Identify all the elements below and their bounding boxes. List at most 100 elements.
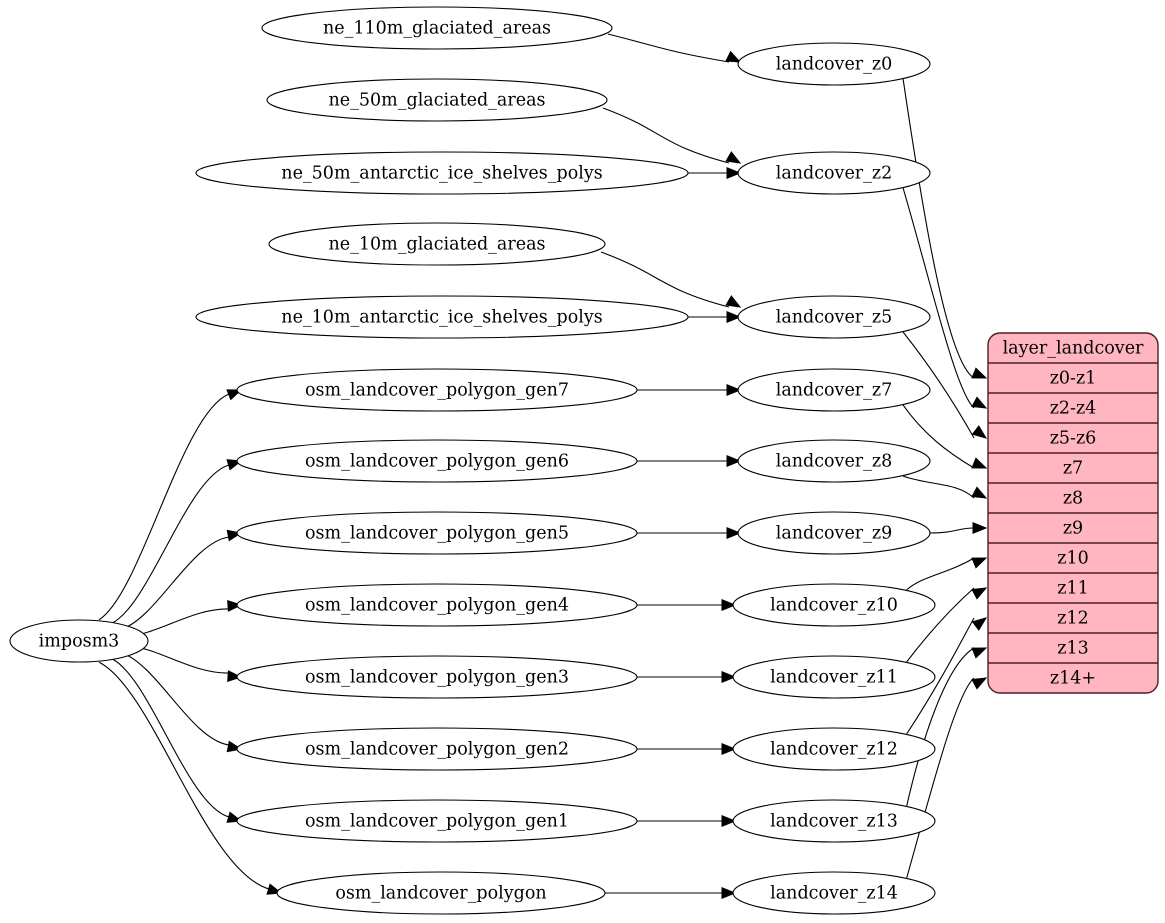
node-layer: imposm3 ne_110m_glaciated_areas ne_50m_gla…	[9, 6, 936, 915]
layer-table-row-z13[interactable]: z13	[1057, 639, 1089, 659]
edge-osm_landcover_polygon-to-landcover_z14-arrowhead	[721, 887, 737, 899]
node-ne_50m_antarctic_ice_shelves_polys[interactable]: ne_50m_antarctic_ice_shelves_polys	[195, 151, 689, 195]
node-label-landcover_z14: landcover_z14	[770, 884, 898, 904]
layer-table-row-z9[interactable]: z9	[1063, 519, 1083, 539]
node-label-osm_landcover_polygon_gen2: osm_landcover_polygon_gen2	[305, 740, 569, 760]
node-shape-osm_landcover_polygon_gen6	[236, 439, 638, 483]
node-osm_landcover_polygon_gen1[interactable]: osm_landcover_polygon_gen1	[236, 799, 638, 843]
layer-table-row-z2-z4[interactable]: z2-z4	[1050, 399, 1097, 419]
edge-osm_landcover_polygon_gen1-to-landcover_z13-arrowhead	[721, 815, 737, 827]
node-landcover_z13[interactable]: landcover_z13	[732, 799, 936, 843]
node-label-landcover_z13: landcover_z13	[770, 812, 898, 832]
node-shape-landcover_z10	[732, 583, 936, 627]
node-landcover_z11[interactable]: landcover_z11	[732, 655, 936, 699]
node-label-landcover_z7: landcover_z7	[776, 381, 893, 401]
node-landcover_z8[interactable]: landcover_z8	[737, 439, 931, 483]
node-shape-osm_landcover_polygon_gen4	[236, 583, 638, 627]
node-label-osm_landcover_polygon_gen4: osm_landcover_polygon_gen4	[305, 596, 569, 616]
node-label-ne_50m_glaciated_areas: ne_50m_glaciated_areas	[329, 91, 546, 111]
node-label-landcover_z9: landcover_z9	[776, 524, 893, 544]
node-osm_landcover_polygon[interactable]: osm_landcover_polygon	[276, 871, 606, 915]
node-shape-ne_10m_antarctic_ice_shelves_polys	[195, 295, 689, 339]
node-landcover_z2[interactable]: landcover_z2	[737, 151, 931, 195]
node-landcover_z9[interactable]: landcover_z9	[737, 511, 931, 555]
node-shape-ne_10m_glaciated_areas	[268, 222, 606, 266]
node-label-osm_landcover_polygon_gen6: osm_landcover_polygon_gen6	[305, 452, 569, 472]
node-shape-landcover_z13	[732, 799, 936, 843]
edge-landcover_z7-to-table-z7-arrowhead	[971, 457, 988, 469]
node-osm_landcover_polygon_gen5[interactable]: osm_landcover_polygon_gen5	[236, 511, 638, 555]
edge-ne_10m_antarctic_ice_shelves_polys-to-landcover_z5-arrowhead	[726, 311, 742, 323]
node-label-ne_110m_glaciated_areas: ne_110m_glaciated_areas	[323, 19, 551, 39]
edge-imposm3-to-osm_landcover_polygon_gen3-arrowhead	[227, 670, 243, 683]
node-osm_landcover_polygon_gen2[interactable]: osm_landcover_polygon_gen2	[236, 727, 638, 771]
node-landcover_z14[interactable]: landcover_z14	[732, 871, 936, 915]
node-landcover_z10[interactable]: landcover_z10	[732, 583, 936, 627]
edge-osm_landcover_polygon_gen6-to-landcover_z8-arrowhead	[726, 455, 742, 467]
node-shape-landcover_z11	[732, 655, 936, 699]
node-shape-ne_50m_glaciated_areas	[266, 78, 608, 122]
layer-table-row-z7[interactable]: z7	[1063, 459, 1083, 479]
node-ne_110m_glaciated_areas[interactable]: ne_110m_glaciated_areas	[261, 6, 613, 50]
node-landcover_z7[interactable]: landcover_z7	[737, 368, 931, 412]
edge-landcover_z12-to-table-z12	[906, 617, 975, 735]
node-shape-osm_landcover_polygon_gen2	[236, 727, 638, 771]
node-label-imposm3: imposm3	[39, 632, 120, 652]
edge-ne_10m_glaciated_areas-to-landcover_z5	[600, 251, 730, 308]
edge-osm_landcover_polygon_gen5-to-landcover_z9-arrowhead	[726, 527, 742, 539]
node-shape-landcover_z0	[737, 42, 931, 86]
edge-imposm3-to-osm_landcover_polygon_gen6	[111, 464, 230, 624]
edge-osm_landcover_polygon_gen4-to-landcover_z10-arrowhead	[721, 599, 737, 611]
node-label-osm_landcover_polygon_gen7: osm_landcover_polygon_gen7	[305, 381, 569, 401]
edge-landcover_z0-to-table-z0-z1-arrowhead	[971, 367, 988, 379]
edge-imposm3-to-osm_landcover_polygon_gen5	[121, 536, 230, 630]
node-label-landcover_z2: landcover_z2	[776, 164, 893, 184]
node-label-landcover_z10: landcover_z10	[770, 596, 898, 616]
edge-landcover_z5-to-table-z5-z6-arrowhead	[971, 425, 988, 439]
edge-landcover_z8-to-table-z8	[902, 475, 975, 499]
layer-table-header: layer_landcover	[1003, 339, 1144, 359]
node-landcover_z5[interactable]: landcover_z5	[737, 295, 931, 339]
edge-landcover_z2-to-table-z2-z4	[902, 187, 975, 409]
node-shape-imposm3	[9, 619, 149, 663]
layer-table-row-z11[interactable]: z11	[1057, 579, 1089, 599]
node-osm_landcover_polygon_gen3[interactable]: osm_landcover_polygon_gen3	[236, 655, 638, 699]
layer-table-row-z0-z1[interactable]: z0-z1	[1050, 369, 1097, 389]
edge-landcover_z13-to-table-z13	[906, 647, 975, 807]
layer-table-row-z12[interactable]: z12	[1057, 609, 1089, 629]
node-osm_landcover_polygon_gen6[interactable]: osm_landcover_polygon_gen6	[236, 439, 638, 483]
edge-landcover_z0-to-table-z0-z1	[902, 79, 975, 379]
node-shape-landcover_z7	[737, 368, 931, 412]
layer-table-row-z8[interactable]: z8	[1063, 489, 1083, 509]
node-shape-osm_landcover_polygon_gen3	[236, 655, 638, 699]
node-label-landcover_z11: landcover_z11	[770, 668, 898, 688]
layer-table-row-z5-z6[interactable]: z5-z6	[1050, 429, 1097, 449]
node-ne_10m_glaciated_areas[interactable]: ne_10m_glaciated_areas	[268, 222, 606, 266]
node-ne_50m_glaciated_areas[interactable]: ne_50m_glaciated_areas	[266, 78, 608, 122]
node-osm_landcover_polygon_gen4[interactable]: osm_landcover_polygon_gen4	[236, 583, 638, 627]
node-label-landcover_z5: landcover_z5	[776, 308, 893, 328]
layer-table-row-z10[interactable]: z10	[1057, 549, 1089, 569]
edge-landcover_z10-to-table-z10	[906, 557, 975, 591]
node-landcover_z12[interactable]: landcover_z12	[732, 727, 936, 771]
node-osm_landcover_polygon_gen7[interactable]: osm_landcover_polygon_gen7	[236, 368, 638, 412]
edge-landcover_z8-to-table-z8-arrowhead	[971, 486, 988, 499]
edge-landcover_z11-to-table-z11-arrowhead	[971, 587, 988, 600]
node-landcover_z0[interactable]: landcover_z0	[737, 42, 931, 86]
node-imposm3[interactable]: imposm3	[9, 619, 149, 663]
layer-table-row-z14+[interactable]: z14+	[1050, 669, 1096, 689]
node-shape-landcover_z12	[732, 727, 936, 771]
node-shape-osm_landcover_polygon_gen7	[236, 368, 638, 412]
edge-landcover_z11-to-table-z11	[906, 587, 975, 663]
edge-osm_landcover_polygon_gen3-to-landcover_z11-arrowhead	[721, 671, 737, 683]
edge-landcover_z13-to-table-z13-arrowhead	[971, 647, 988, 659]
node-shape-landcover_z5	[737, 295, 931, 339]
node-shape-landcover_z2	[737, 151, 931, 195]
edge-ne_50m_glaciated_areas-to-landcover_z2	[602, 107, 730, 164]
edge-ne_50m_glaciated_areas-to-landcover_z2-arrowhead	[725, 151, 742, 164]
edge-ne_110m_glaciated_areas-to-landcover_z0-arrowhead	[725, 50, 742, 63]
node-shape-osm_landcover_polygon	[276, 871, 606, 915]
edge-imposm3-to-osm_landcover_polygon	[98, 661, 270, 890]
layer-landcover-table: layer_landcover z0-z1 z2-z4 z5-z6 z7 z8 z9 z10 z…	[987, 332, 1159, 694]
node-ne_10m_antarctic_ice_shelves_polys[interactable]: ne_10m_antarctic_ice_shelves_polys	[195, 295, 689, 339]
